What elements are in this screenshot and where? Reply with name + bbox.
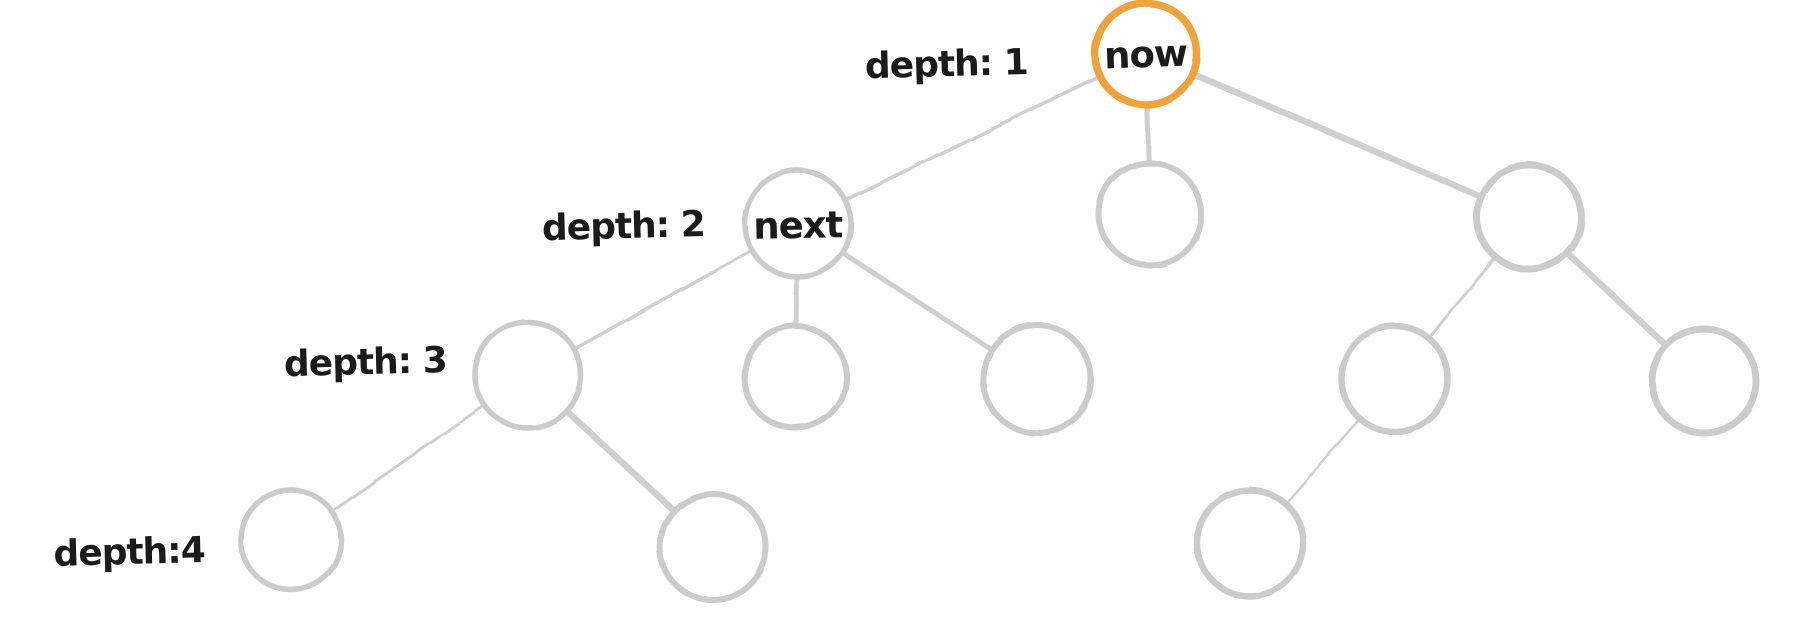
depth-1-label: depth: 1 <box>864 42 1028 87</box>
depth-3-label: depth: 3 <box>283 340 447 385</box>
tree-edges <box>289 50 1708 551</box>
node-next <box>742 168 854 280</box>
node-now <box>1091 0 1201 109</box>
tree-labels: depth: 1 depth: 2 depth: 3 depth:4 now n… <box>53 32 1188 575</box>
node-d3-3 <box>980 322 1094 436</box>
node-next-label: next <box>753 203 843 248</box>
node-d2-middle <box>1096 160 1204 268</box>
node-d4-3 <box>1193 486 1307 600</box>
depth-2-label: depth: 2 <box>541 204 705 249</box>
node-now-label: now <box>1103 32 1187 78</box>
depth-4-label: depth:4 <box>53 530 205 575</box>
node-d3-4 <box>1338 322 1452 436</box>
node-d3-2 <box>741 323 849 431</box>
node-d3-5 <box>1648 325 1760 437</box>
edge-now-d2-right <box>1142 50 1533 221</box>
node-d4-2 <box>657 491 769 603</box>
node-d4-1 <box>238 487 344 593</box>
edge-now-next <box>796 52 1148 226</box>
node-d2-right <box>1473 161 1585 273</box>
node-d3-1 <box>472 319 584 431</box>
tree-nodes <box>238 0 1760 603</box>
